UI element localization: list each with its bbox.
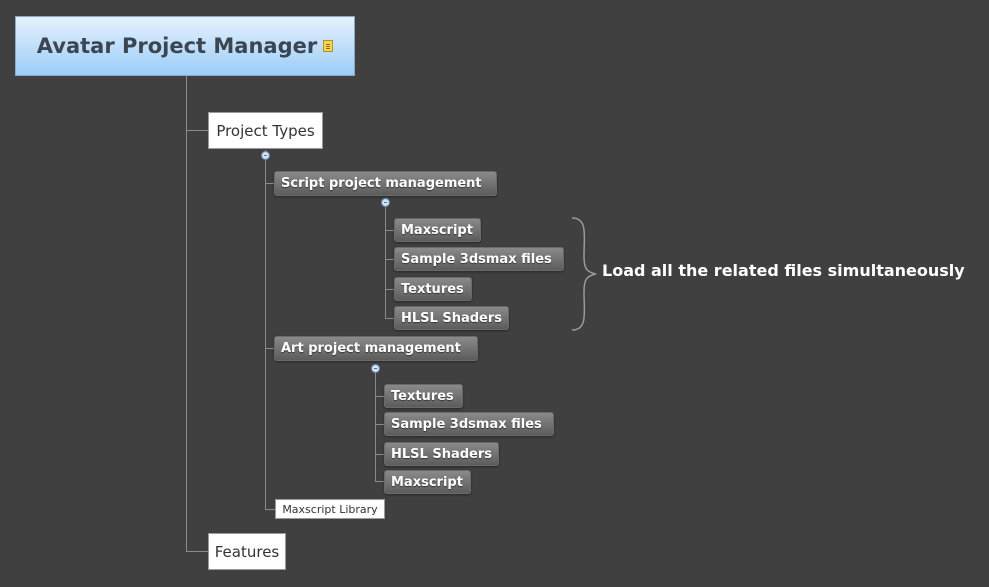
connector-art-pm (265, 348, 275, 349)
node-script-hlsl-shaders[interactable]: HLSL Shaders (394, 306, 509, 330)
connector-library (265, 509, 275, 510)
annotation-text: Load all the related files simultaneousl… (602, 261, 965, 280)
node-art-hlsl-shaders[interactable]: HLSL Shaders (384, 442, 499, 466)
connector-root-trunk (186, 76, 187, 552)
root-node[interactable]: Avatar Project Manager (15, 16, 355, 76)
node-label: HLSL Shaders (401, 310, 502, 326)
node-label: Maxscript (401, 222, 473, 238)
node-art-maxscript[interactable]: Maxscript (384, 470, 471, 494)
node-label: Maxscript (391, 474, 463, 490)
node-project-types[interactable]: Project Types (208, 112, 323, 149)
node-script-project-management[interactable]: Script project management (274, 171, 497, 196)
node-label: Art project management (281, 341, 461, 356)
node-label: Sample 3dsmax files (401, 251, 552, 267)
connector-script-c2 (385, 289, 395, 290)
node-maxscript-library[interactable]: Maxscript Library (275, 499, 385, 519)
node-script-sample-3dsmax-files[interactable]: Sample 3dsmax files (394, 247, 564, 271)
node-label: HLSL Shaders (391, 446, 492, 462)
node-features[interactable]: Features (208, 533, 286, 570)
node-label: Maxscript Library (282, 502, 378, 516)
connector-art-c0 (375, 396, 385, 397)
collapse-toggle-icon[interactable] (371, 364, 380, 373)
root-title: Avatar Project Manager (36, 34, 318, 58)
connector-script-c0 (385, 230, 395, 231)
node-label: Textures (401, 281, 464, 297)
connector-art-c3 (375, 481, 385, 482)
connector-features (186, 551, 208, 552)
node-label: Textures (391, 388, 454, 404)
connector-art-c1 (375, 424, 385, 425)
connector-script-trunk (385, 202, 386, 319)
connector-script-c3 (385, 318, 395, 319)
note-icon[interactable] (323, 40, 334, 52)
node-art-textures[interactable]: Textures (384, 384, 463, 408)
node-art-sample-3dsmax-files[interactable]: Sample 3dsmax files (384, 412, 554, 436)
node-art-project-management[interactable]: Art project management (274, 336, 478, 361)
node-label: Sample 3dsmax files (391, 416, 542, 432)
connector-project-types (186, 130, 208, 131)
node-script-maxscript[interactable]: Maxscript (394, 218, 481, 242)
connector-project-types-trunk (265, 150, 266, 510)
connector-art-trunk (375, 368, 376, 482)
collapse-toggle-icon[interactable] (381, 198, 390, 207)
connector-script-c1 (385, 259, 395, 260)
connector-script-pm (265, 183, 275, 184)
node-script-textures[interactable]: Textures (394, 277, 472, 301)
collapse-toggle-icon[interactable] (261, 151, 270, 160)
curly-brace-icon (571, 217, 597, 331)
connector-art-c2 (375, 454, 385, 455)
node-label: Features (214, 542, 280, 561)
node-label: Project Types (216, 121, 315, 140)
node-label: Script project management (281, 176, 482, 191)
